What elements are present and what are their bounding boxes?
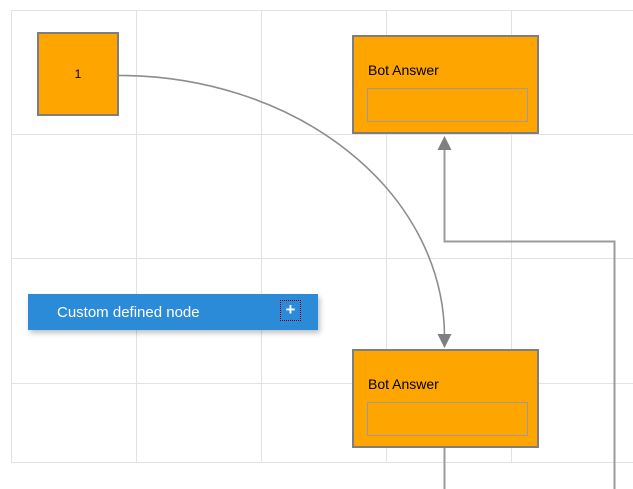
bot-answer-node-bottom[interactable]: Bot Answer: [352, 349, 539, 448]
connector-curve[interactable]: [118, 74, 452, 349]
plus-icon: +: [285, 300, 296, 319]
bot-answer-title: Bot Answer: [368, 62, 439, 78]
connector-orthogonal[interactable]: [437, 136, 616, 489]
arrow-up-icon: [437, 136, 452, 150]
start-node[interactable]: 1: [37, 32, 119, 116]
custom-node-label: Custom defined node: [57, 303, 200, 321]
bot-answer-title: Bot Answer: [368, 376, 439, 392]
custom-defined-node[interactable]: Custom defined node +: [28, 294, 318, 330]
bot-answer-node-top[interactable]: Bot Answer: [352, 35, 539, 134]
bot-answer-input[interactable]: [367, 88, 528, 122]
start-node-label: 1: [74, 67, 82, 81]
bot-answer-input[interactable]: [367, 402, 528, 436]
add-node-button[interactable]: +: [280, 300, 301, 321]
arrow-down-icon: [437, 334, 452, 348]
